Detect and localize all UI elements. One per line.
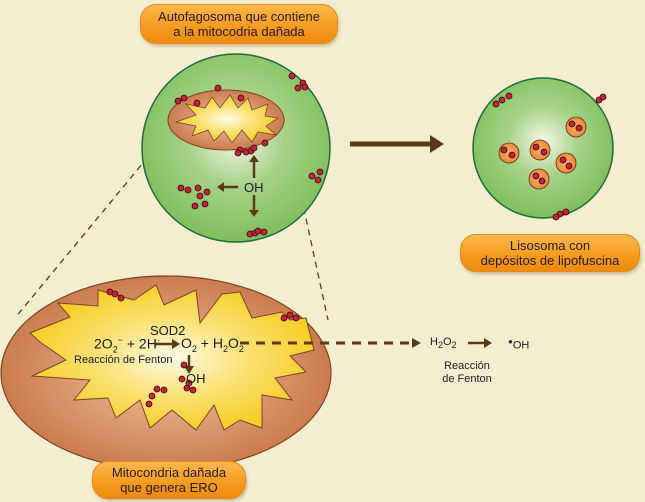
ros-dot xyxy=(292,314,300,322)
ros-dot xyxy=(191,202,199,210)
ros-dot xyxy=(508,151,516,159)
ros-dot xyxy=(178,375,186,383)
ros-dot xyxy=(260,228,268,236)
outside-h2o2: H2O2 xyxy=(430,336,457,351)
outside-fenton-line1: Reacción xyxy=(444,360,490,372)
ros-dot xyxy=(492,100,500,108)
ros-dot xyxy=(189,386,197,394)
ros-dot xyxy=(203,188,211,196)
ros-dot xyxy=(117,294,125,302)
ros-dot xyxy=(185,379,193,387)
ros-dot xyxy=(196,192,204,200)
ros-dot xyxy=(193,99,201,107)
mitochondria-label-line2: que genera ERO xyxy=(120,480,218,495)
ros-dot xyxy=(314,176,322,184)
cristae-large xyxy=(29,284,315,431)
ros-dot xyxy=(148,392,156,400)
lysosome xyxy=(472,77,614,219)
h2o2-diffusion-arrow xyxy=(240,338,421,348)
autophagosome-label-line1: Autofagosoma que contiene xyxy=(158,9,320,24)
ros-dot xyxy=(316,168,324,176)
hydroxyl-radical: OH xyxy=(186,371,206,386)
cristae-small xyxy=(174,94,280,144)
ros-dot xyxy=(250,144,258,152)
ros-dot xyxy=(286,311,294,319)
ros-dot xyxy=(552,213,560,221)
ros-dot xyxy=(575,124,583,132)
products: O2 + H2O2 xyxy=(181,335,244,354)
lysosome-label: Lisosoma con depósitos de lipofuscina xyxy=(460,234,640,272)
outside-oh: ●OH xyxy=(508,337,530,352)
ros-dot xyxy=(160,386,168,394)
ros-dot xyxy=(599,93,607,101)
outside-fenton-line2: de Fenton xyxy=(442,373,492,385)
lipofuscin-deposit xyxy=(555,152,577,174)
lipofuscin-deposit xyxy=(498,142,520,164)
superoxide-reactant: 2O2− + 2H· xyxy=(94,335,160,355)
sod2-arrow xyxy=(155,339,180,349)
ros-dot xyxy=(180,94,188,102)
ros-particles xyxy=(106,72,607,408)
ros-dot xyxy=(540,148,548,156)
ros-dot xyxy=(565,162,573,170)
ros-dot xyxy=(201,200,209,208)
ros-dot xyxy=(301,83,309,91)
ros-dot xyxy=(532,143,540,151)
autophagosome-oh: OH xyxy=(244,180,264,195)
mitochondria-label: Mitocondria dañada que genera ERO xyxy=(92,461,246,499)
ros-dot xyxy=(111,290,119,298)
ros-dot xyxy=(500,146,508,154)
outside-fenton-arrow xyxy=(468,338,492,348)
ros-dot xyxy=(559,156,567,164)
lysosome-label-line1: Lisosoma con xyxy=(509,238,591,253)
ros-dot xyxy=(505,92,513,100)
autophagosome-label-line2: a la mitocodria dañada xyxy=(173,24,305,39)
ros-dot xyxy=(237,94,245,102)
ros-dot xyxy=(562,208,570,216)
ros-dot xyxy=(177,184,185,192)
main-arrow xyxy=(350,135,444,153)
oh-arrows xyxy=(217,155,259,217)
ros-dot xyxy=(174,97,182,105)
lysosome-label-line2: depósitos de lipofuscina xyxy=(480,253,620,268)
lipofuscin-deposit xyxy=(529,139,551,161)
mitochondrion-large xyxy=(0,275,332,471)
ros-dot xyxy=(288,72,296,80)
mitochondria-label-line1: Mitocondria dañada xyxy=(111,465,227,480)
zoom-line-left xyxy=(14,139,163,319)
ros-dot xyxy=(254,227,262,235)
sod2-label: SOD2 xyxy=(150,323,186,338)
ros-dot xyxy=(568,120,576,128)
ros-dot xyxy=(280,314,288,322)
fenton-down-arrow xyxy=(184,355,194,374)
ros-dot xyxy=(294,84,302,92)
ros-dot xyxy=(180,361,188,369)
ros-dot xyxy=(498,96,506,104)
ros-dot xyxy=(234,149,242,157)
lipofuscin-deposit xyxy=(528,168,550,190)
outside-fenton-label: Reacción de Fenton xyxy=(432,360,502,386)
ros-dot xyxy=(145,400,153,408)
autophagosome-label: Autofagosoma que contiene a la mitocodri… xyxy=(140,4,338,44)
ros-dot xyxy=(532,172,540,180)
ros-dot xyxy=(214,84,222,92)
ros-dot xyxy=(308,172,316,180)
ros-dot xyxy=(194,184,202,192)
ros-dot xyxy=(153,385,161,393)
ros-dot xyxy=(538,177,546,185)
ros-dot xyxy=(261,139,269,147)
fenton-label-inner: Reacción de Fenton xyxy=(74,354,173,366)
ros-dot xyxy=(184,186,192,194)
